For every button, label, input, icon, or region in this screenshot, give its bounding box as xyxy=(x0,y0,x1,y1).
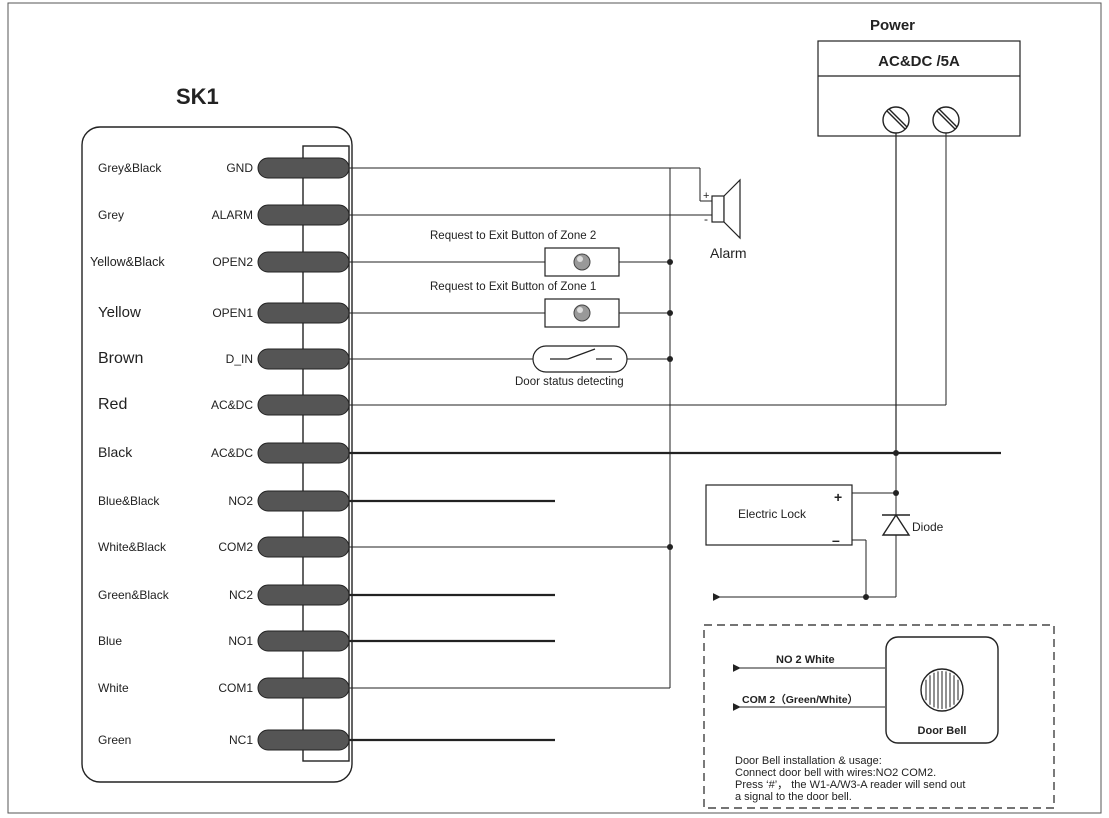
terminal-row: Blue NO1 xyxy=(98,630,350,652)
terminal-pin-label: NC2 xyxy=(229,588,253,602)
terminal-row: Green&Black NC2 xyxy=(98,584,350,606)
terminal-row: Red AC&DC xyxy=(98,394,350,416)
door-switch-icon xyxy=(532,345,628,373)
wire-color-label: Yellow&Black xyxy=(90,255,165,269)
door-bell-label: Door Bell xyxy=(918,725,967,737)
terminal-pin-label: NC1 xyxy=(229,733,253,747)
diode-icon xyxy=(881,513,911,536)
door-bell-speaker-icon xyxy=(920,668,964,712)
wire-color-label: Black xyxy=(98,444,133,460)
terminal-row: Yellow OPEN1 xyxy=(98,302,350,324)
wire-color-label: Blue xyxy=(98,634,122,648)
controller-body xyxy=(81,126,353,783)
door-bell-notes: Door Bell installation & usage: Connect … xyxy=(735,755,965,803)
door-bell-note-line: a signal to the door bell. xyxy=(735,791,852,803)
exit-button-1-label: Request to Exit Button of Zone 1 xyxy=(430,281,596,293)
exit-button-1-icon xyxy=(544,298,620,328)
outer-frame xyxy=(7,2,1102,814)
wire-color-label: Green&Black xyxy=(98,588,170,602)
terminal-row: Brown D_IN xyxy=(98,348,350,370)
wire-color-label: White&Black xyxy=(98,540,167,554)
terminal-pin xyxy=(257,251,350,273)
terminal-pin xyxy=(257,584,350,606)
terminal-row: Green NC1 xyxy=(98,729,350,751)
terminal-pin xyxy=(257,394,350,416)
terminal-pin-label: AC&DC xyxy=(211,446,253,460)
terminal-row: Grey ALARM xyxy=(98,204,350,226)
terminal-pin-label: GND xyxy=(226,161,253,175)
screw-terminal-icon xyxy=(882,106,910,134)
diode-label: Diode xyxy=(912,520,944,534)
controller-title: SK1 xyxy=(176,84,219,109)
terminal-pin-label: AC&DC xyxy=(211,398,253,412)
terminal-row: Grey&Black GND xyxy=(98,157,350,179)
wire-color-label: Grey xyxy=(98,208,124,222)
door-status-label: Door status detecting xyxy=(515,376,624,388)
alarm-minus: - xyxy=(704,212,708,226)
electric-lock-plus: + xyxy=(834,489,842,505)
terminal-pin-label: NO1 xyxy=(228,634,253,648)
wire-color-label: Green xyxy=(98,733,131,747)
wire-color-label: Red xyxy=(98,396,127,413)
exit-button-2-icon xyxy=(544,247,620,277)
terminal-pin-label: OPEN1 xyxy=(212,306,253,320)
terminal-row: Yellow&Black OPEN2 xyxy=(90,251,350,273)
electric-lock-minus: – xyxy=(832,532,840,548)
door-bell-note-line: Door Bell installation & usage: xyxy=(735,755,882,767)
door-bell-wires xyxy=(732,664,885,711)
alarm-label: Alarm xyxy=(710,245,747,261)
alarm-plus: + xyxy=(703,190,709,202)
door-bell-wire-com2: COM 2（Green/White） xyxy=(742,693,858,706)
wire-color-label: Grey&Black xyxy=(98,161,162,175)
door-bell-wire-no2: NO 2 White xyxy=(776,654,835,666)
terminal-row: Blue&Black NO2 xyxy=(98,490,350,512)
terminal-pin xyxy=(257,490,350,512)
wire-color-label: Blue&Black xyxy=(98,494,160,508)
terminal-pin xyxy=(257,536,350,558)
terminal-pin-label: NO2 xyxy=(228,494,253,508)
wire-color-label: White xyxy=(98,681,129,695)
door-bell-note-line: Press ‘#’， the W1-A/W3-A reader will sen… xyxy=(735,779,965,791)
terminal-pin-label: COM1 xyxy=(218,681,253,695)
electric-lock-label: Electric Lock xyxy=(738,507,807,521)
terminal-pin xyxy=(257,442,350,464)
wire-color-label: Yellow xyxy=(98,304,141,321)
terminal-pin-label: D_IN xyxy=(226,352,253,366)
power-title: Power xyxy=(870,17,915,34)
power-rating: AC&DC /5A xyxy=(878,53,960,70)
terminal-pin-label: COM2 xyxy=(218,540,253,554)
terminal-pin xyxy=(257,729,350,751)
electric-lock-box xyxy=(705,484,853,546)
exit-button-2-label: Request to Exit Button of Zone 2 xyxy=(430,230,596,242)
terminal-pin xyxy=(257,348,350,370)
terminal-pin xyxy=(257,204,350,226)
screw-terminal-icon xyxy=(932,106,960,134)
terminal-row: White COM1 xyxy=(98,677,350,699)
terminal-pin xyxy=(257,677,350,699)
terminal-row: White&Black COM2 xyxy=(98,536,350,558)
terminal-pin xyxy=(257,157,350,179)
door-bell-note-line: Connect door bell with wires:NO2 COM2. xyxy=(735,767,936,779)
terminal-pin xyxy=(257,302,350,324)
junction-dots xyxy=(667,259,899,600)
door-bell-panel xyxy=(703,624,1055,809)
alarm-speaker-icon xyxy=(700,178,741,240)
power-box xyxy=(817,40,1021,137)
terminal-pin-label: ALARM xyxy=(212,208,253,222)
terminal-pin xyxy=(257,630,350,652)
terminal-pin-label: OPEN2 xyxy=(212,255,253,269)
terminal-row: Black AC&DC xyxy=(98,442,350,464)
wire-color-label: Brown xyxy=(98,350,143,367)
